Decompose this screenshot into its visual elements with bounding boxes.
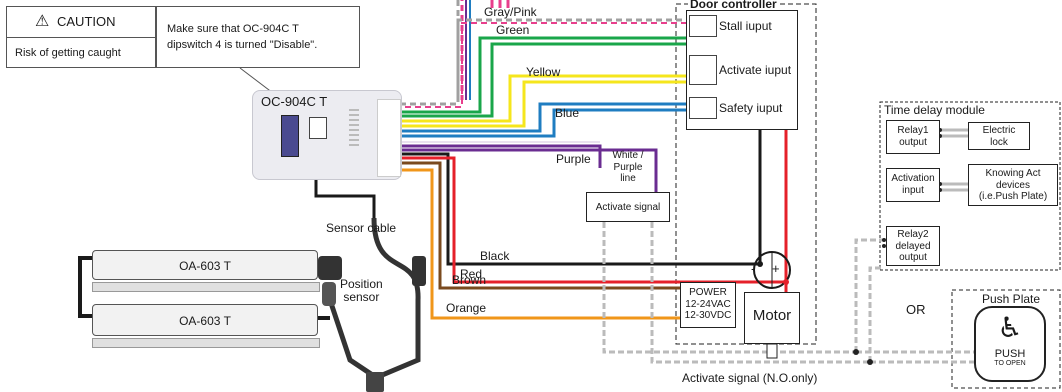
activation-line1: Activation	[891, 173, 935, 184]
motor-minus: -	[751, 261, 756, 276]
door-controller-title: Door controller	[688, 0, 779, 12]
caution-note-line2: dipswitch 4 is turned "Disable".	[167, 39, 318, 51]
terminal-safety	[689, 97, 717, 119]
relay1-line1: Relay1	[897, 125, 929, 136]
oa-603-unit-2: OA-603 T	[92, 304, 318, 336]
power-line1: POWER	[689, 287, 727, 298]
relay1-box: Relay1 output	[886, 120, 940, 154]
caution-box: ⚠ CAUTION Risk of getting caught	[6, 6, 156, 68]
device-terminal	[377, 99, 401, 177]
to-open-label: TO OPEN	[994, 360, 1026, 367]
stall-input-label: Stall iuput	[719, 19, 772, 33]
input-terminal-block: Stall iuput Activate iuput Safety iuput	[686, 10, 798, 130]
sensor-cable-label: Sensor cable	[326, 221, 397, 235]
caution-note: Make sure that OC-904C T dipswitch 4 is …	[156, 6, 360, 68]
label-purple: Purple	[556, 152, 591, 166]
connector-port	[309, 117, 327, 139]
vent-slots	[349, 109, 359, 149]
motor-label: Motor	[752, 307, 792, 324]
activate-input-label: Activate iuput	[719, 63, 792, 77]
caution-note-line1: Make sure that OC-904C T	[167, 23, 299, 35]
knowing-line1: Knowing Act	[985, 168, 1041, 179]
activation-box: Activation input	[886, 168, 940, 202]
relay2-box: Relay2 delayed output	[886, 226, 940, 266]
dip-switch	[281, 115, 299, 157]
white-purple-box: White / Purple line	[600, 150, 656, 190]
activate-signal-box: Activate signal	[586, 192, 670, 222]
label-white-purple-1: White /	[612, 150, 644, 161]
knowing-line3: (i.e.Push Plate)	[978, 191, 1048, 202]
oa-603-label-2: OA-603 T	[179, 314, 231, 328]
label-brown-text: Brown	[452, 273, 487, 287]
terminal-stall	[689, 15, 717, 37]
push-plate-title: Push Plate	[982, 292, 1041, 306]
oa-603-base-2	[92, 338, 320, 348]
activate-signal-label: Activate signal	[595, 202, 661, 213]
label-white-purple-2: Purple	[613, 161, 643, 173]
relay2-line1: Relay2	[897, 229, 929, 240]
electric-lock-line1: Electric	[982, 125, 1016, 136]
oa-603-base-1	[92, 282, 320, 292]
relay2-line3: output	[899, 252, 927, 263]
caution-risk: Risk of getting caught	[15, 47, 121, 59]
caution-title: CAUTION	[57, 14, 116, 29]
power-line2: 12-24VAC	[685, 298, 731, 310]
electric-lock-box: Electric lock	[968, 122, 1030, 150]
wheelchair-icon: ♿	[997, 312, 1023, 343]
motor-box: Motor	[744, 292, 800, 344]
device-name: OC-904C T	[261, 94, 328, 109]
push-plate-frame	[951, 289, 1061, 389]
activation-line2: input	[902, 184, 924, 196]
warning-icon: ⚠	[35, 13, 50, 30]
relay1-line2: output	[899, 136, 927, 148]
electric-lock-line2: lock	[990, 136, 1008, 148]
knowing-line2: devices	[996, 179, 1030, 191]
oa-603-unit-1: OA-603 T	[92, 250, 318, 280]
label-black: Black	[480, 249, 510, 263]
terminal-activate	[689, 55, 717, 85]
time-delay-frame	[879, 101, 1061, 271]
motor-plus: +	[772, 261, 780, 276]
position-sensor-line1: Position	[340, 277, 383, 291]
time-delay-title: Time delay module	[884, 103, 985, 117]
knowing-act-box: Knowing Act devices (i.e.Push Plate)	[968, 164, 1058, 206]
label-white-purple-3: line	[620, 173, 636, 184]
push-plate-button[interactable]: ♿ PUSH TO OPEN	[974, 306, 1046, 382]
safety-input-label: Safety iuput	[719, 101, 783, 115]
relay2-line2: delayed	[895, 240, 931, 252]
label-green: Green	[496, 23, 530, 37]
power-line3: 12-30VDC	[684, 310, 732, 321]
activate-signal-note: Activate signal (N.O.only)	[682, 371, 818, 385]
or-label: OR	[906, 302, 926, 317]
position-sensor-line2: sensor	[343, 290, 380, 305]
label-yellow: Yellow	[526, 65, 561, 79]
label-red: Red	[460, 267, 483, 281]
oa-603-label-1: OA-603 T	[179, 259, 231, 273]
position-sensor-label: Position sensor	[340, 277, 383, 305]
oc-904c-device: OC-904C T	[252, 90, 402, 180]
power-box: POWER 12-24VAC 12-30VDC	[680, 282, 736, 328]
label-orange: Orange	[446, 301, 487, 315]
label-gray-pink: Gray/Pink	[484, 5, 537, 19]
label-blue: Blue	[555, 106, 580, 120]
push-label: PUSH	[994, 348, 1026, 360]
